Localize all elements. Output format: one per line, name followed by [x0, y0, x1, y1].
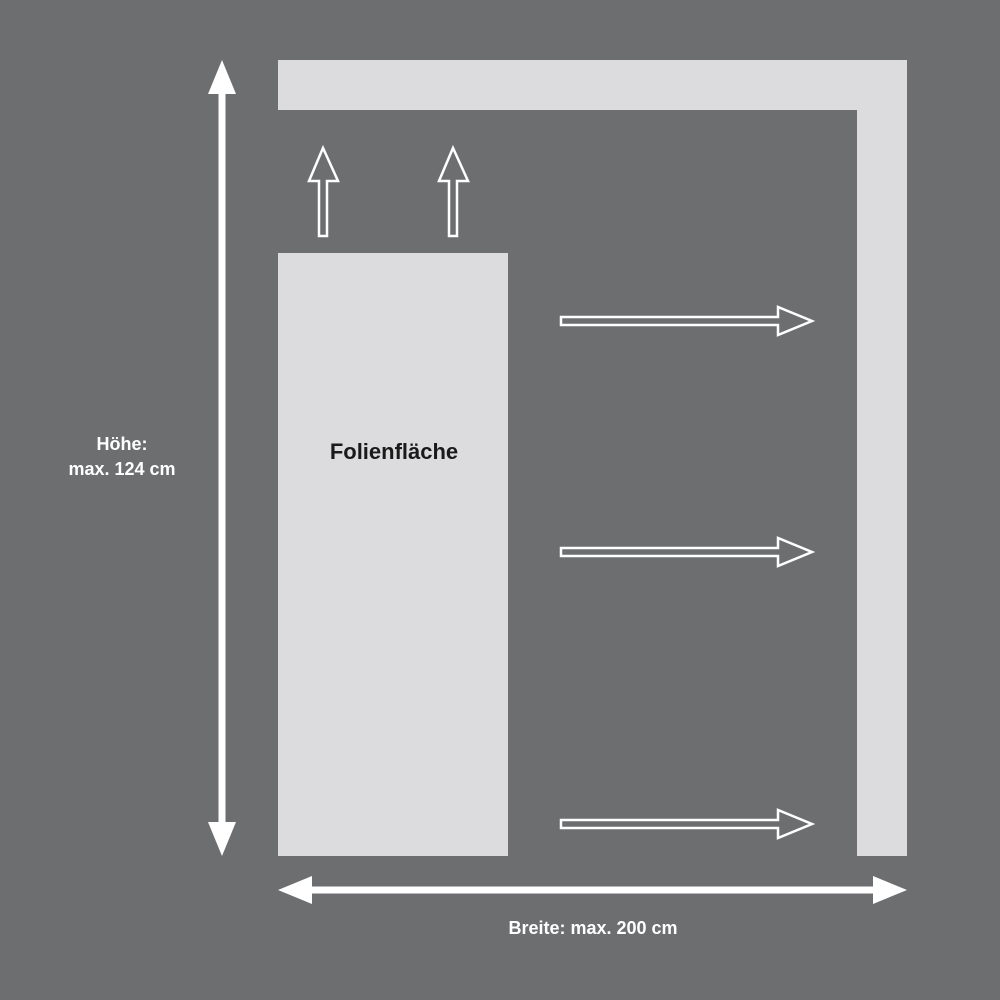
right-arrow-icon [559, 305, 816, 337]
frame-top-bar [278, 60, 907, 110]
up-arrow-icon [437, 144, 470, 238]
up-arrow-icon [307, 144, 340, 238]
foil-area [278, 253, 508, 856]
height-value: max. 124 cm [68, 459, 175, 479]
frame-right-bar [857, 60, 907, 856]
right-arrow-icon [559, 536, 816, 568]
width-dimension-arrow-icon [278, 876, 907, 904]
height-title: Höhe: [97, 434, 148, 454]
right-arrow-icon [559, 808, 816, 840]
frame [278, 60, 907, 856]
height-dimension-arrow-icon [208, 60, 236, 856]
foil-area-label: Folienfläche [330, 439, 458, 464]
width-label: Breite: max. 200 cm [508, 918, 677, 938]
